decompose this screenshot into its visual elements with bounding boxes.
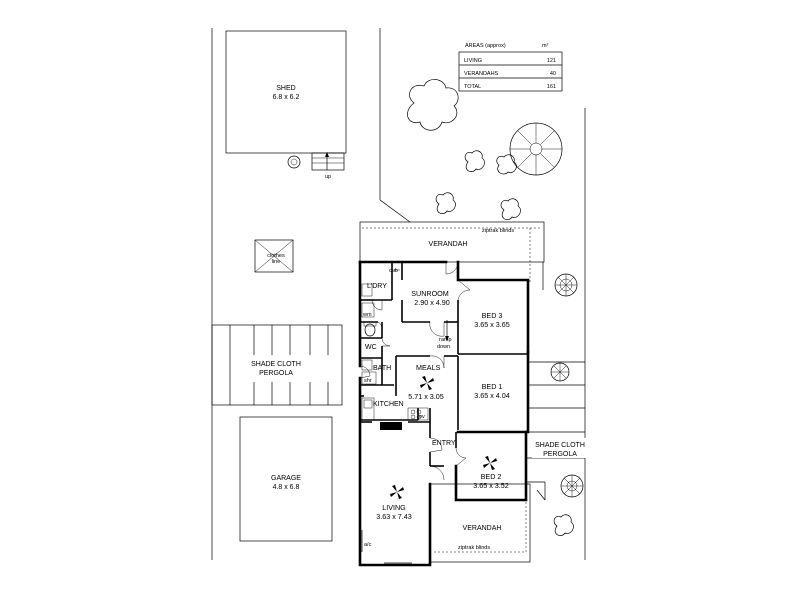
cub-label: cub bbox=[389, 268, 398, 274]
pergola-right-label-2: PERGOLA bbox=[543, 451, 577, 458]
verandah-top-label: VERANDAH bbox=[429, 241, 468, 248]
ac-label: a/c bbox=[364, 542, 372, 548]
doors bbox=[359, 261, 471, 481]
bed2-dims: 3.65 x 3.52 bbox=[473, 481, 509, 490]
bed3-label: BED 3 bbox=[482, 311, 503, 320]
verandah-bottom: VERANDAH ziptrak blinds bbox=[429, 483, 531, 563]
up-label: up bbox=[325, 174, 331, 180]
clothes-line: clothes line bbox=[254, 239, 294, 273]
clothes-line-label-2: line bbox=[272, 259, 281, 265]
shed: SHED 6.8 x 6.2 up bbox=[225, 30, 347, 180]
entry-label: ENTRY bbox=[432, 440, 456, 447]
wc-label: WC bbox=[365, 344, 377, 351]
clothes-line-label-1: clothes bbox=[267, 253, 285, 259]
areas-row-total-value: 161 bbox=[547, 84, 556, 90]
garage: GARAGE 4.8 x 6.8 bbox=[239, 416, 333, 542]
fan-bed2-icon bbox=[483, 456, 497, 470]
fixtures bbox=[361, 269, 449, 564]
verandah-top: VERANDAH ziptrak blinds bbox=[359, 221, 545, 290]
property-boundaries bbox=[211, 28, 586, 560]
bed1-label: BED 1 bbox=[482, 382, 503, 391]
garage-label: GARAGE bbox=[271, 475, 301, 482]
wm-label: wm bbox=[362, 312, 372, 318]
bath-label: BATH bbox=[373, 365, 391, 372]
ziptrak-top-label: ziptrak blinds bbox=[482, 228, 514, 234]
pergola-left-label-1: SHADE CLOTH bbox=[251, 361, 301, 368]
garage-dims: 4.8 x 6.8 bbox=[273, 484, 300, 491]
ramp-label-1: ramp bbox=[439, 337, 452, 343]
meals-dims: 5.71 x 3.05 bbox=[408, 392, 444, 401]
shed-label: SHED bbox=[276, 85, 295, 92]
areas-row-total-label: TOTAL bbox=[464, 84, 481, 90]
sunroom-dims: 2.90 x 4.90 bbox=[414, 298, 450, 307]
ov-label: ov bbox=[419, 414, 425, 420]
ramp-label-2: down bbox=[437, 344, 450, 350]
pergola-left-label-2: PERGOLA bbox=[259, 370, 293, 377]
areas-unit: m² bbox=[542, 43, 549, 49]
living-label: LIVING bbox=[382, 503, 406, 512]
pergola-left: SHADE CLOTH PERGOLA bbox=[211, 324, 343, 406]
trees bbox=[407, 79, 584, 536]
meals-label: MEALS bbox=[416, 363, 441, 372]
bed2-label: BED 2 bbox=[481, 472, 502, 481]
shr-label: shr bbox=[364, 378, 372, 384]
areas-row-living-label: LIVING bbox=[464, 58, 482, 64]
verandah-bottom-label: VERANDAH bbox=[463, 525, 502, 532]
ldry-label: L'DRY bbox=[367, 283, 387, 290]
areas-row-living-value: 121 bbox=[547, 58, 556, 64]
room-labels: L'DRY cub wm SUNROOM 2.90 x 4.90 BED 3 3… bbox=[362, 268, 510, 548]
fan-meals-icon bbox=[420, 376, 434, 390]
pergola-right-label-1: SHADE CLOTH bbox=[535, 442, 585, 449]
areas-row-verandahs-label: VERANDAHS bbox=[464, 71, 499, 77]
house-walls bbox=[358, 260, 530, 567]
kitchen-label: KITCHEN bbox=[373, 401, 404, 408]
fan-living-icon bbox=[390, 485, 404, 499]
pergola-right: SHADE CLOTH PERGOLA bbox=[527, 361, 588, 501]
areas-row-verandahs-value: 40 bbox=[550, 71, 556, 77]
areas-table: AREAS (approx) m² LIVING 121 VERANDAHS 4… bbox=[458, 43, 563, 92]
shed-dims: 6.8 x 6.2 bbox=[273, 94, 300, 101]
bed3-dims: 3.65 x 3.65 bbox=[474, 320, 510, 329]
bed1-dims: 3.65 x 4.04 bbox=[474, 391, 510, 400]
sunroom-label: SUNROOM bbox=[411, 289, 449, 298]
areas-header: AREAS (approx) bbox=[465, 43, 506, 49]
ziptrak-bottom-label: ziptrak blinds bbox=[458, 545, 490, 551]
living-dims: 3.63 x 7.43 bbox=[376, 512, 412, 521]
